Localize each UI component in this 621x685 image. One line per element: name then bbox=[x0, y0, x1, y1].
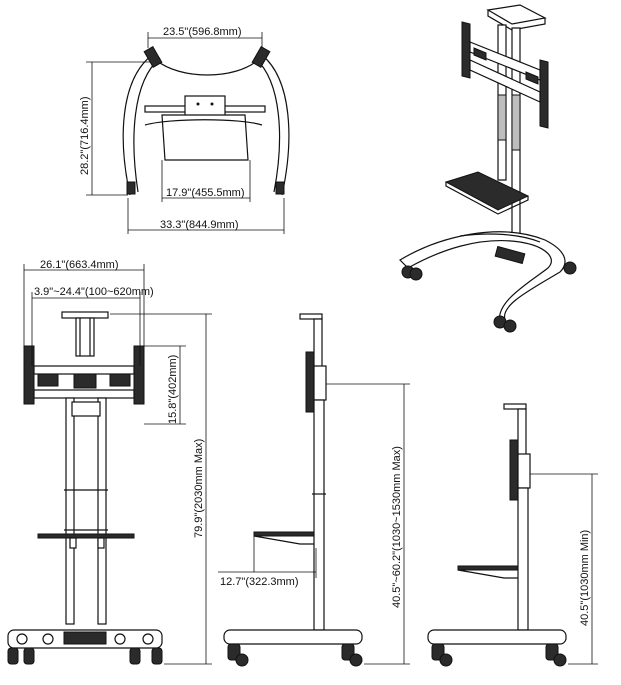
dim-max-height: 79.9"(2030mm Max) bbox=[193, 439, 205, 538]
right-column bbox=[97, 397, 107, 625]
dim-depth: 28.2"(716.4mm) bbox=[79, 97, 91, 176]
front-caster-icon bbox=[7, 647, 163, 665]
left-frame-arm bbox=[122, 54, 153, 196]
side-view-max: 40.5"~60.2"(1030~1530mm Max) 12.7"(322.3… bbox=[218, 313, 410, 667]
left-column bbox=[65, 397, 75, 625]
wheel-icon bbox=[126, 181, 136, 195]
side-shelf bbox=[253, 531, 315, 537]
side-base bbox=[223, 629, 363, 645]
dim-min-height: 40.5"(1030mm Min) bbox=[579, 530, 591, 626]
right-bracket-arm bbox=[133, 345, 145, 405]
front-shelf bbox=[37, 533, 135, 539]
dim-width-between-arms: 23.5"(596.8mm) bbox=[163, 26, 242, 38]
dim-shelf-width: 17.9"(455.5mm) bbox=[166, 187, 245, 199]
left-bracket-arm bbox=[23, 345, 35, 405]
dim-front-width: 26.1"(663.4mm) bbox=[40, 259, 119, 271]
iso-base bbox=[399, 231, 566, 323]
side-min-base bbox=[427, 629, 567, 645]
right-frame-arm bbox=[261, 54, 290, 196]
side-caster-icon bbox=[227, 643, 363, 667]
caster-wheel-icon bbox=[401, 245, 577, 333]
side-min-caster-icon bbox=[431, 643, 567, 667]
top-view: 23.5"(596.8mm) 28.2"(716.4mm) 17.9"(455.… bbox=[79, 26, 290, 234]
front-view: 26.1"(663.4mm) 3.9"~24.4"(100~620mm) 15.… bbox=[7, 259, 212, 665]
top-view-shelf bbox=[161, 114, 249, 161]
dim-base-width: 33.3"(844.9mm) bbox=[160, 219, 239, 231]
side-column bbox=[313, 399, 325, 631]
side-min-shelf bbox=[457, 565, 519, 571]
side-min-bracket bbox=[509, 439, 519, 501]
side-min-column bbox=[517, 487, 529, 631]
dim-shelf-depth: 12.7"(322.3mm) bbox=[220, 576, 299, 588]
dim-vesa-range: 3.9"~24.4"(100~620mm) bbox=[34, 286, 154, 298]
vesa-plate bbox=[73, 373, 97, 389]
side-view-min: 40.5"(1030mm Min) bbox=[427, 403, 598, 667]
dim-height-range: 40.5"~60.2"(1030~1530mm Max) bbox=[391, 446, 403, 608]
side-bracket bbox=[305, 351, 315, 413]
isometric-view bbox=[399, 4, 577, 333]
dim-bracket-height: 15.8"(402mm) bbox=[167, 355, 179, 424]
